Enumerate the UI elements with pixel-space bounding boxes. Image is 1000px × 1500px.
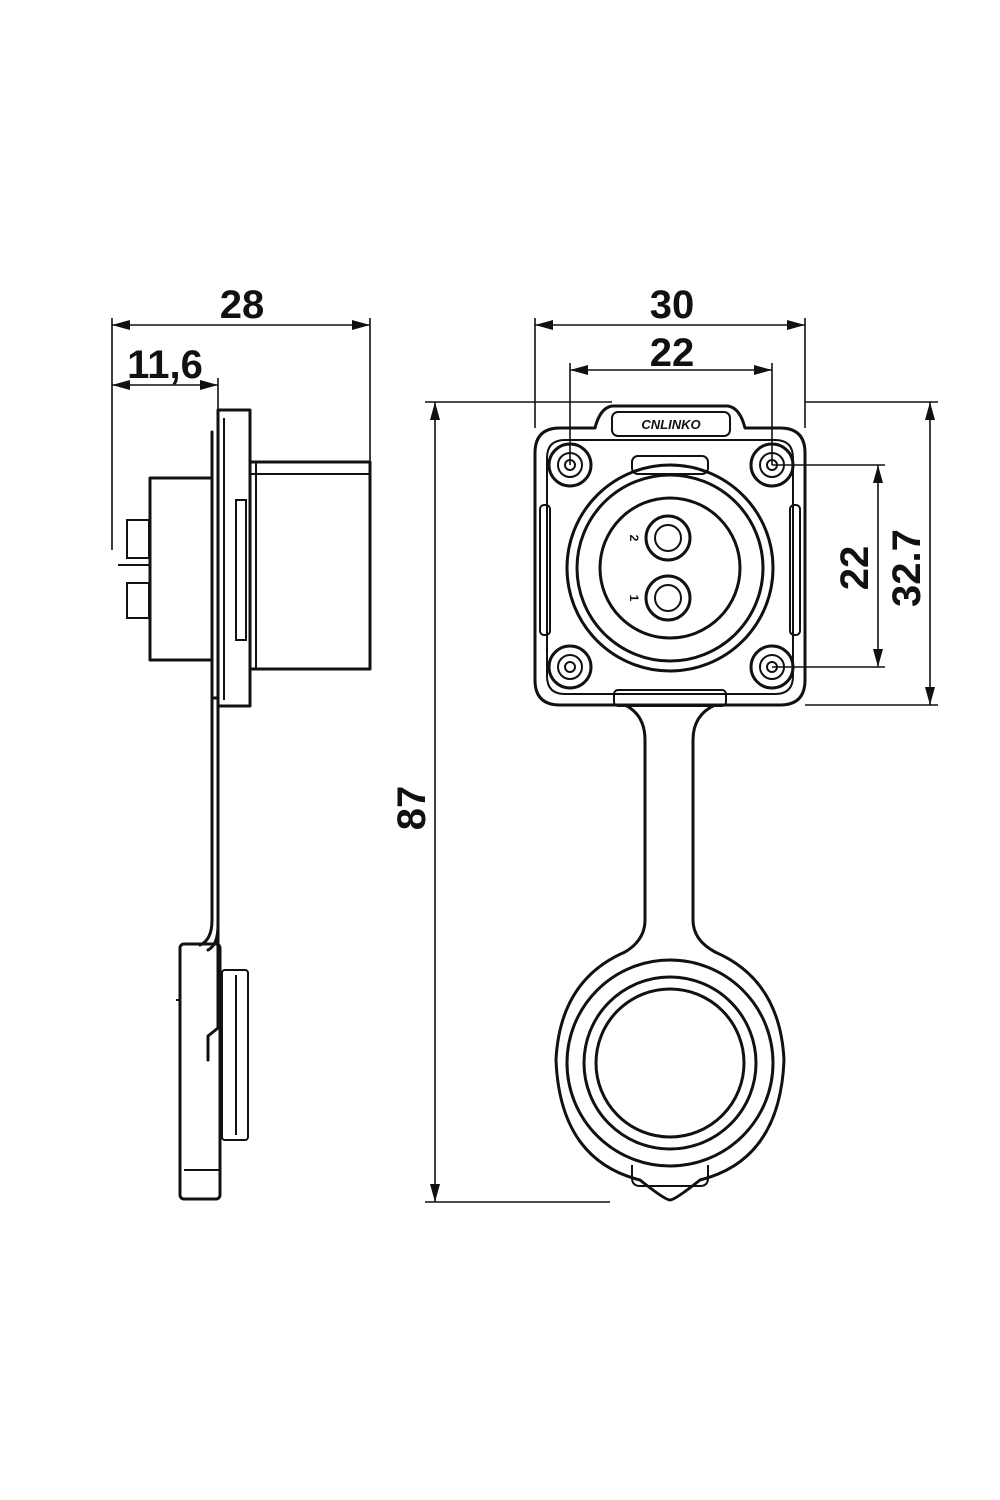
side-strap-line bbox=[198, 698, 214, 947]
side-dimensions: 28 11,6 bbox=[111, 283, 371, 550]
dim-front-height: 32.7 bbox=[885, 529, 929, 607]
front-cap bbox=[554, 950, 786, 1202]
side-rear-body bbox=[148, 476, 214, 662]
front-flange bbox=[533, 404, 807, 707]
cap-ring-outer bbox=[565, 958, 775, 1168]
front-dimensions: 30 22 22 32.7 87 bbox=[390, 283, 938, 1203]
mounting-hole-bottom-left bbox=[547, 644, 593, 690]
dim-total-length: 87 bbox=[390, 786, 434, 831]
pin-1: 1 bbox=[627, 574, 692, 622]
svg-text:1: 1 bbox=[627, 595, 641, 602]
socket-outer-ring bbox=[565, 463, 775, 673]
brand-logo-plate bbox=[611, 411, 731, 437]
side-cap bbox=[178, 942, 222, 1201]
dim-front-width: 30 bbox=[650, 283, 695, 327]
dim-front-hole-spacing-x: 22 bbox=[650, 331, 695, 375]
front-slot-right bbox=[789, 504, 801, 636]
socket-insert bbox=[598, 496, 742, 640]
cap-ring-inner bbox=[594, 987, 746, 1139]
pin-2: 2 bbox=[627, 514, 692, 562]
front-strap bbox=[623, 703, 647, 954]
front-view: CNLINKO bbox=[533, 404, 807, 1202]
dim-side-flange-depth: 11,6 bbox=[127, 343, 203, 387]
side-terminal-lower bbox=[126, 582, 150, 619]
cap-tab bbox=[631, 1165, 709, 1187]
side-view bbox=[118, 408, 372, 1201]
cap-ring-middle bbox=[582, 975, 758, 1151]
front-slot-left bbox=[539, 504, 551, 636]
socket-latch bbox=[631, 455, 709, 475]
side-terminal-upper bbox=[126, 519, 150, 559]
dim-front-hole-spacing-y: 22 bbox=[833, 546, 877, 591]
dim-side-total-depth: 28 bbox=[220, 283, 265, 327]
brand-logo: CNLINKO bbox=[641, 417, 700, 432]
side-cap-plug bbox=[221, 969, 249, 1141]
side-front-housing bbox=[248, 460, 372, 671]
svg-text:2: 2 bbox=[627, 535, 641, 542]
